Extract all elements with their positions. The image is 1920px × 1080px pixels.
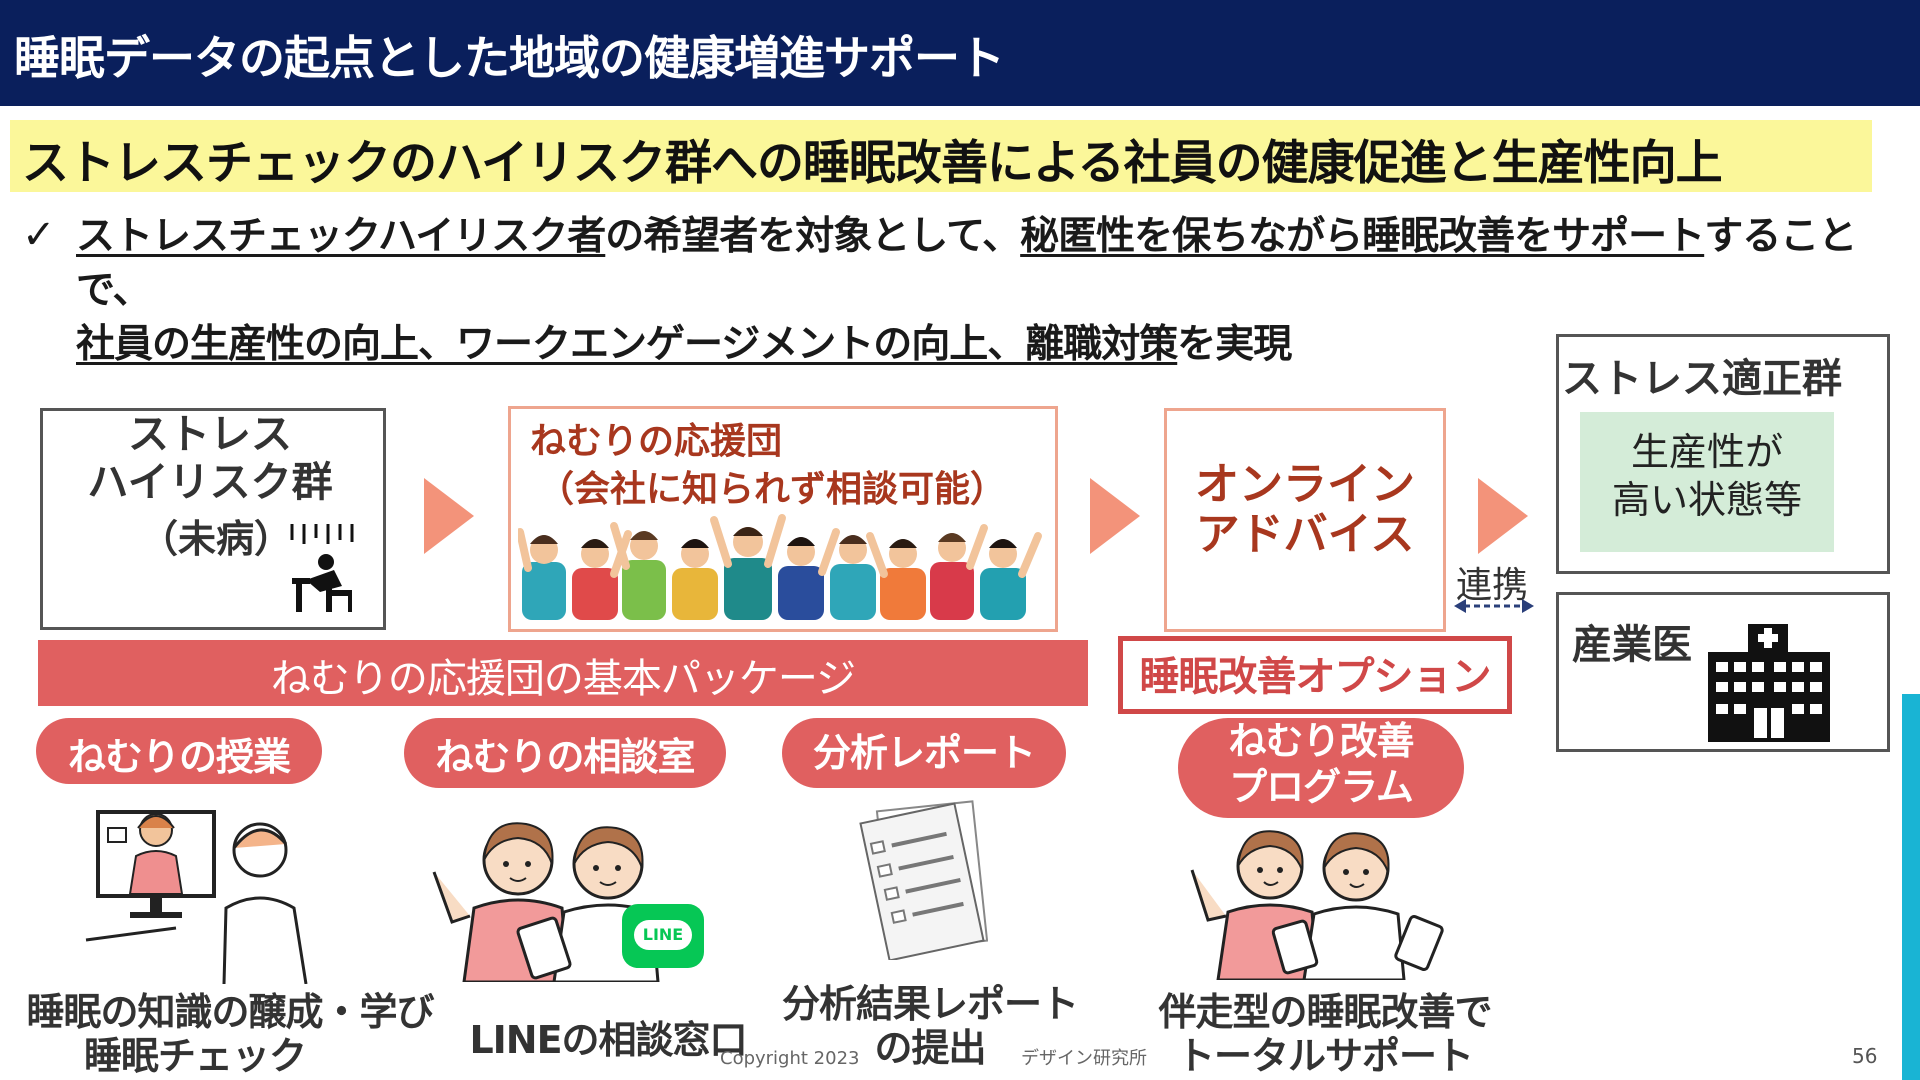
caption-line-consult: LINEの相談窓口 (469, 1018, 747, 1062)
pill-analysis-report-label: 分析レポート (812, 731, 1036, 775)
pill-sleep-class-label: ねむりの授業 (67, 735, 291, 779)
sleep-option-label: 睡眠改善オプション (1139, 654, 1492, 700)
copyright-org: デザイン研究所 (1020, 1048, 1147, 1069)
bullet-seg1: ストレスチェックハイリスク者 (76, 214, 606, 259)
online-line1: オンライン (1195, 459, 1415, 510)
pill-analysis-report (782, 718, 1066, 788)
subtitle-highlight (10, 120, 1872, 192)
high-risk-label: ストレス ハイリスク群 (70, 410, 350, 506)
pill-sleep-class (36, 718, 322, 784)
sleep-option-box (1118, 636, 1512, 714)
pill-sleep-program-label: ねむり改善 プログラム (1178, 718, 1464, 810)
high-risk-sub: （未病） (140, 517, 293, 561)
caption1-line2: 睡眠チェック (83, 1034, 307, 1078)
caption3-line1: 分析結果レポート (781, 982, 1079, 1026)
flow-arrow-3 (1478, 478, 1528, 554)
pill-consult-room (404, 718, 726, 788)
bullet-seg3: 秘匿性を保ちながら睡眠改善をサポート (1020, 214, 1705, 259)
caption-sleep-knowledge: 睡眠の知識の醸成・学び 睡眠チェック (10, 990, 450, 1078)
stressed-worker-icon (290, 524, 354, 612)
program-nurses-illustration (1190, 830, 1444, 980)
caption1-line1: 睡眠の知識の醸成・学び (26, 990, 434, 1034)
productivity-line2: 高い状態等 (1611, 478, 1802, 522)
cheering-crowd-illustration (518, 514, 1042, 620)
productivity-text: 生産性が 高い状態等 (1580, 428, 1834, 524)
program-line1: ねむり改善 (1228, 719, 1414, 763)
online-class-illustration (85, 810, 308, 984)
slide-subtitle: ストレスチェックのハイリスク群への睡眠改善による社員の健康促進と生産性向上 (22, 136, 1723, 191)
pill-consult-room-label: ねむりの相談室 (435, 735, 695, 779)
flow-arrow-1 (424, 478, 474, 554)
bullet-seg5: 社員の生産性の向上、ワークエンゲージメントの向上、離職対策 (76, 322, 1178, 367)
stress-ok-title: ストレス適正群 (1562, 356, 1842, 402)
caption-analysis-report: 分析結果レポート の提出 (760, 982, 1100, 1070)
online-advice-label: オンライン アドバイス (1164, 460, 1446, 560)
check-icon: ✓ (22, 212, 56, 258)
bullet-seg2: の希望者を対象として、 (605, 214, 1021, 259)
basic-package-label: ねむりの応援団の基本パッケージ (270, 656, 856, 702)
high-risk-line2: ハイリスク群 (87, 458, 333, 506)
page-number: 56 (1852, 1044, 1878, 1068)
pill-sleep-program (1178, 718, 1464, 818)
support-line2: （会社に知られず相談可能） (538, 469, 1007, 510)
slide-title: 睡眠データの起点とした地域の健康増進サポート (14, 31, 1005, 85)
bullet-seg6: を実現 (1177, 322, 1292, 367)
online-line2: アドバイス (1195, 509, 1415, 560)
high-risk-line1: ストレス (128, 410, 292, 458)
doctor-title: 産業医 (1572, 622, 1692, 668)
caption3-line2: の提出 (874, 1026, 986, 1070)
caption4-line2: トータルサポート (1176, 1034, 1474, 1078)
report-document-illustration (859, 800, 988, 960)
productivity-line1: 生産性が (1630, 430, 1783, 474)
bullet-seg4: することで、 (76, 214, 1857, 313)
bullet-text: ストレスチェックハイリスク者の希望者を対象として、秘匿性を保ちながら睡眠改善をサ… (76, 210, 1920, 372)
flow-arrow-2 (1090, 478, 1140, 554)
productivity-panel (1580, 412, 1834, 552)
caption4-line1: 伴走型の睡眠改善で (1158, 990, 1492, 1034)
online-advice-box (1164, 408, 1446, 632)
double-arrow-icon (1454, 599, 1534, 613)
line-badge-text: LINE (634, 920, 692, 950)
caption-total-support: 伴走型の睡眠改善で トータルサポート (1140, 990, 1510, 1078)
basic-package-bar (38, 640, 1088, 706)
hospital-icon (1708, 624, 1830, 742)
copyright-text: Copyright 2023 (720, 1048, 860, 1069)
copyright: Copyright 2023 デザイン研究所 (720, 1044, 1147, 1070)
support-line1: ねむりの応援団 (530, 421, 783, 462)
header-bar (0, 0, 1920, 106)
side-accent-strip (1902, 694, 1920, 1080)
program-line2: プログラム (1229, 765, 1414, 809)
support-group-title: ねむりの応援団 （会社に知られず相談可能） (530, 418, 1006, 514)
high-risk-box (40, 408, 386, 630)
renkei-label: 連携 (1456, 565, 1529, 606)
